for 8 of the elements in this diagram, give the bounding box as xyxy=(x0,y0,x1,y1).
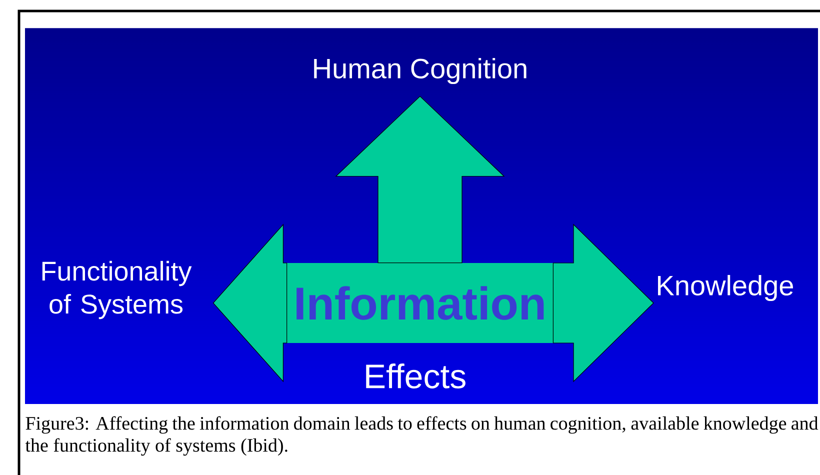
target-label: Knowledge xyxy=(658,274,793,302)
caption: Figure3: Affecting the information domain leads to effects on human cognition, available knowledge and the functionality of systems (Ibid). xyxy=(25,416,818,456)
block-arrow xyxy=(552,224,654,382)
block-arrow xyxy=(212,224,288,382)
block-arrow xyxy=(335,96,505,264)
target-label: Human Cognition xyxy=(314,58,526,84)
target-label: Functionality of Systems xyxy=(42,260,192,320)
arrow-label: Information xyxy=(287,263,553,343)
